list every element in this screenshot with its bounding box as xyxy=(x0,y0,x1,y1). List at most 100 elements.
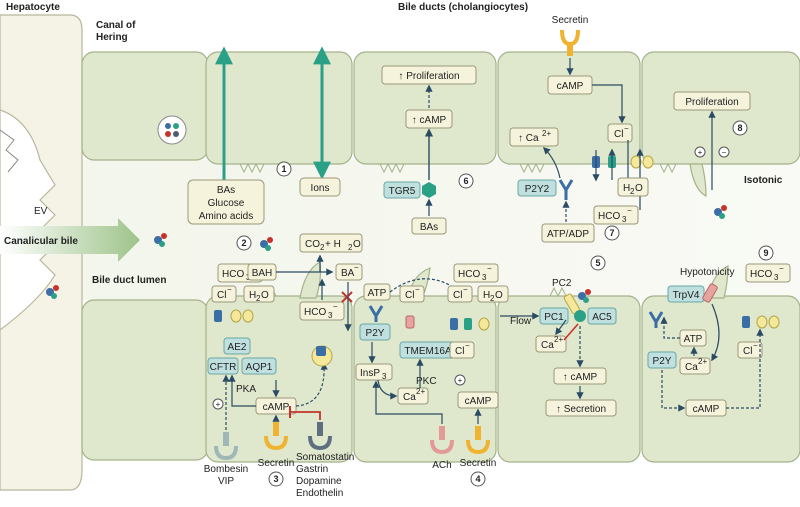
h2o-b1-box: H 2 O xyxy=(243,285,275,303)
ca-b2-label: Ca xyxy=(403,392,416,403)
ca-b3-label: Ca xyxy=(541,340,554,351)
secretin-b2-label: Secretin xyxy=(460,458,497,469)
bas-label: BAs xyxy=(420,222,438,233)
num-6 xyxy=(458,173,474,189)
insp3-box: InsP 3 xyxy=(355,363,393,381)
header-hering: Hering xyxy=(96,32,128,43)
cl-top-sup: − xyxy=(624,124,629,133)
h2o-b1-sub: 2 xyxy=(256,294,261,303)
pka-label: PKA xyxy=(236,384,256,395)
pc1-box: PC1 xyxy=(539,307,569,325)
somatostatin-receptor-icon xyxy=(308,422,332,451)
h2o-top-sub: 2 xyxy=(630,187,635,196)
block-x-icon xyxy=(341,291,353,303)
atp-b4-label: ATP xyxy=(684,334,703,345)
num-4-label: 4 xyxy=(475,474,480,484)
ca-up-sup: 2+ xyxy=(542,129,551,138)
ca-b4-label: Ca xyxy=(685,362,698,373)
gastrin-label: Gastrin xyxy=(296,464,328,475)
num-4 xyxy=(470,471,486,487)
camp-top-label: cAMP xyxy=(557,81,584,92)
num-5 xyxy=(590,255,606,271)
aqp1-label: AQP1 xyxy=(246,362,273,373)
co2-sub: 2 xyxy=(320,243,325,252)
num-7-label: 7 xyxy=(609,228,614,238)
num-8-label: 8 xyxy=(737,123,742,133)
arrow-p2y2-ca xyxy=(542,146,561,179)
camp-b4-box: cAMP xyxy=(685,399,727,417)
bah-box: BAH xyxy=(247,263,277,281)
cl-b2b-sup: − xyxy=(463,285,468,294)
num-1 xyxy=(276,161,292,177)
arrow-camp-vesicle xyxy=(295,362,328,407)
num-3 xyxy=(268,471,284,487)
h2o-b2-h: H xyxy=(483,290,490,301)
ca-b2-sup: 2+ xyxy=(416,387,425,396)
nutrients-box: BAs Glucose Amino acids xyxy=(187,179,265,225)
bombesin-label: Bombesin xyxy=(204,464,248,475)
arrow-camp-channels xyxy=(726,328,764,409)
ba-label: BA xyxy=(341,268,355,279)
cftr-label: CFTR xyxy=(210,362,237,373)
plus-b2-marker xyxy=(454,374,466,386)
inhibit-ca-ac5 xyxy=(563,323,579,341)
isotonic-label: Isotonic xyxy=(744,175,783,186)
ae2-label: AE2 xyxy=(228,342,247,353)
num-9-label: 9 xyxy=(763,248,768,258)
arrow-trpv4-ca xyxy=(711,303,720,362)
secretin-receptor-icon xyxy=(560,29,580,56)
trpv4-label: TrpV4 xyxy=(673,290,700,301)
hco3-b2-sub: 3 xyxy=(482,273,487,282)
atp-adp-label: ATP/ADP xyxy=(547,229,589,240)
plus-label: + xyxy=(698,148,703,157)
dopamine-label: Dopamine xyxy=(296,476,342,487)
proliferation-up-label: ↑ Proliferation xyxy=(398,71,459,82)
ca-b4-sup: 2+ xyxy=(698,357,707,366)
cl-b2c-label: Cl xyxy=(455,346,464,357)
num-2 xyxy=(236,235,252,251)
secretin-b1-label: Secretin xyxy=(258,458,295,469)
header-bile-ducts: Bile ducts (cholangiocytes) xyxy=(398,2,528,13)
p2y-b4-box: P2Y xyxy=(647,351,677,369)
co2-box: CO 2 + H 2 O xyxy=(299,233,363,253)
num-3-label: 3 xyxy=(273,474,278,484)
arrow-pc2-ca xyxy=(555,319,567,336)
cell-top-3 xyxy=(497,51,641,165)
h2o-top-h: H xyxy=(623,183,630,194)
cell-top-1 xyxy=(205,51,353,165)
cl-b2-box: Cl − xyxy=(399,285,425,303)
channels-b2-icon xyxy=(450,317,490,331)
ach-label: ACh xyxy=(432,460,451,471)
cl-b1-label: Cl xyxy=(217,290,226,301)
insp3-label: InsP xyxy=(360,368,380,379)
secretion-up-label: ↑ Secretion xyxy=(556,404,606,415)
h2o-b1-o: O xyxy=(261,290,269,301)
pkc-label: PKC xyxy=(416,376,437,387)
num-8 xyxy=(732,120,748,136)
cl-b2-label: Cl xyxy=(405,290,414,301)
secretin-top-label: Secretin xyxy=(552,15,589,26)
secretin-receptor-b2-icon xyxy=(466,426,490,455)
camp-b4-label: cAMP xyxy=(693,404,720,415)
atp-b2-box: ATP xyxy=(363,283,391,301)
p2y-receptor-icon xyxy=(368,305,384,322)
co2-label: CO xyxy=(305,239,320,250)
tmem16a-box: TMEM16A xyxy=(399,341,457,359)
co2-h2o-o: O xyxy=(353,239,361,250)
p2y-b2-label: P2Y xyxy=(366,328,385,339)
hco3-b4-label: HCO xyxy=(750,269,772,280)
ac5-label: AC5 xyxy=(592,312,612,323)
cl-b4-sup: − xyxy=(753,341,758,350)
cl-b2-sup: − xyxy=(415,285,420,294)
endothelin-label: Endothelin xyxy=(296,488,343,499)
camp-up-b3-label: ↑ cAMP xyxy=(563,372,598,383)
hering-cell-top xyxy=(81,51,209,161)
trpv4-box: TrpV4 xyxy=(667,285,705,303)
arrow-p2y-camp xyxy=(661,370,686,412)
ae2-box: AE2 xyxy=(223,337,251,355)
hco3-b4-sup: − xyxy=(779,264,784,273)
h2o-top-box: H 2 O xyxy=(617,177,649,197)
tmem16a-channel-icon xyxy=(405,315,415,329)
ca-b2-box: Ca 2+ xyxy=(397,387,429,405)
